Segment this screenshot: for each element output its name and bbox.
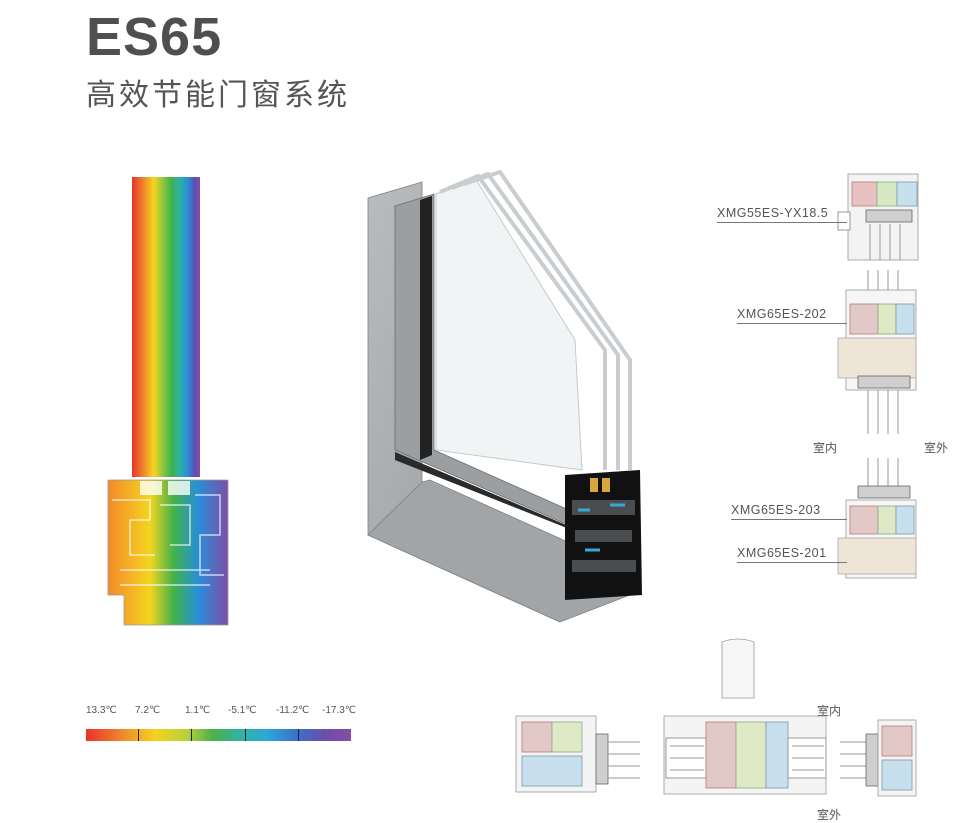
profile-section-203-201 [837,458,917,579]
thermal-simulation-image [107,177,229,626]
temperature-legend-bar [86,729,351,741]
leader-line [737,323,847,324]
legend-divider [298,729,299,741]
legend-tick-3: 1.1℃ [185,705,211,716]
legend-tick-4: -5.1℃ [228,705,257,716]
profile-label: XMG65ES-203 [731,503,821,517]
legend-tick-5: -11.2℃ [276,705,310,716]
leader-line [737,562,847,563]
profile-label: XMG65ES-202 [737,307,827,321]
window-corner-3d-image [367,170,642,623]
legend-divider [245,729,246,741]
horizontal-section-center [663,638,827,795]
leader-line [731,519,847,520]
profile-section-202 [837,270,917,434]
indoor-label: 室内 [813,441,838,455]
legend-tick-6: -17.3℃ [322,705,357,716]
legend-tick-1: 13.3℃ [86,705,117,716]
indoor-label: 室内 [817,704,842,718]
outdoor-label: 室外 [924,441,949,455]
legend-divider [138,729,139,741]
horizontal-section-right [840,719,917,797]
outdoor-label: 室外 [817,808,842,822]
profile-label: XMG55ES-YX18.5 [717,206,829,220]
legend-tick-2: 7.2℃ [135,705,161,716]
profile-section-yx18-5 [837,173,919,261]
leader-line [717,222,847,223]
legend-divider [191,729,192,741]
profile-label: XMG65ES-201 [737,546,827,560]
horizontal-section-left [515,715,640,793]
page-subtitle: 高效节能门窗系统 [86,79,350,112]
page-title: ES65 [86,7,223,67]
